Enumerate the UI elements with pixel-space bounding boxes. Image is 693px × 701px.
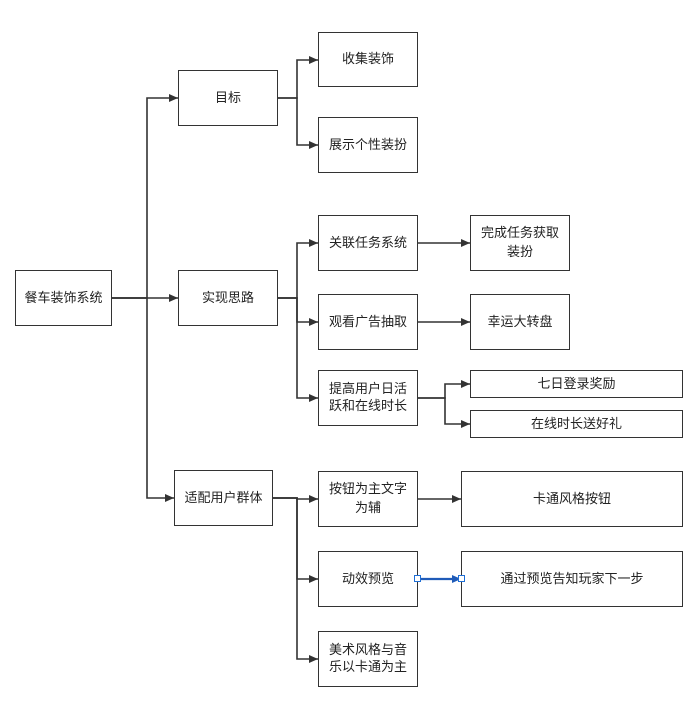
edge-active-online bbox=[418, 397, 470, 428]
node-root[interactable]: 餐车装饰系统 bbox=[15, 270, 112, 326]
node-online[interactable]: 在线时长送好礼 bbox=[470, 410, 683, 438]
node-show[interactable]: 展示个性装扮 bbox=[318, 117, 418, 173]
edge-goal-collect bbox=[278, 56, 318, 99]
node-anim[interactable]: 动效预览 bbox=[318, 551, 418, 607]
node-button-result[interactable]: 卡通风格按钮 bbox=[461, 471, 683, 527]
node-active[interactable]: 提高用户日活跃和在线时长 bbox=[318, 370, 418, 426]
node-ad-result-label: 幸运大转盘 bbox=[487, 314, 553, 330]
node-root-label: 餐车装饰系统 bbox=[24, 290, 103, 306]
node-impl-label: 实现思路 bbox=[201, 290, 254, 306]
node-anim-label: 动效预览 bbox=[341, 571, 394, 587]
node-button[interactable]: 按钮为主文字为辅 bbox=[318, 471, 418, 527]
node-anim-result-label: 通过预览告知玩家下一步 bbox=[500, 571, 644, 587]
node-task-result-label: 完成任务获取装扮 bbox=[480, 226, 559, 260]
node-adapt-label: 适配用户群体 bbox=[184, 490, 263, 506]
node-goal[interactable]: 目标 bbox=[178, 70, 278, 126]
edge-active-login bbox=[418, 380, 470, 399]
edge-impl-active bbox=[278, 297, 318, 402]
node-art[interactable]: 美术风格与音乐以卡通为主 bbox=[318, 631, 418, 687]
connector-start-handle[interactable] bbox=[414, 575, 421, 582]
node-adapt[interactable]: 适配用户群体 bbox=[174, 470, 273, 526]
edge-goal-show bbox=[278, 97, 318, 149]
node-collect-label: 收集装饰 bbox=[341, 52, 394, 67]
node-goal-label: 目标 bbox=[214, 90, 241, 106]
node-task-label: 关联任务系统 bbox=[328, 235, 407, 251]
edge-root-adapt bbox=[112, 297, 174, 502]
node-ad[interactable]: 观看广告抽取 bbox=[318, 294, 418, 350]
node-impl[interactable]: 实现思路 bbox=[178, 270, 278, 326]
node-online-label: 在线时长送好礼 bbox=[530, 416, 622, 432]
node-collect[interactable]: 收集装饰 bbox=[318, 32, 418, 87]
node-login[interactable]: 七日登录奖励 bbox=[470, 370, 683, 398]
edge-adapt-anim bbox=[273, 497, 318, 583]
node-ad-result[interactable]: 幸运大转盘 bbox=[470, 294, 570, 350]
node-button-result-label: 卡通风格按钮 bbox=[532, 491, 611, 507]
edge-adapt-art bbox=[273, 497, 318, 663]
node-task-result[interactable]: 完成任务获取装扮 bbox=[470, 215, 570, 271]
node-ad-label: 观看广告抽取 bbox=[328, 314, 407, 330]
node-button-label: 按钮为主文字为辅 bbox=[328, 482, 407, 516]
node-art-label: 美术风格与音乐以卡通为主 bbox=[328, 643, 407, 675]
node-anim-result[interactable]: 通过预览告知玩家下一步 bbox=[461, 551, 683, 607]
node-task[interactable]: 关联任务系统 bbox=[318, 215, 418, 271]
connector-end-handle[interactable] bbox=[458, 575, 465, 582]
node-login-label: 七日登录奖励 bbox=[537, 376, 616, 392]
node-show-label: 展示个性装扮 bbox=[328, 137, 407, 153]
edge-root-goal bbox=[112, 94, 178, 299]
edge-impl-task bbox=[278, 239, 318, 299]
edge-impl-ad bbox=[278, 297, 318, 326]
node-active-label: 提高用户日活跃和在线时长 bbox=[328, 382, 407, 414]
